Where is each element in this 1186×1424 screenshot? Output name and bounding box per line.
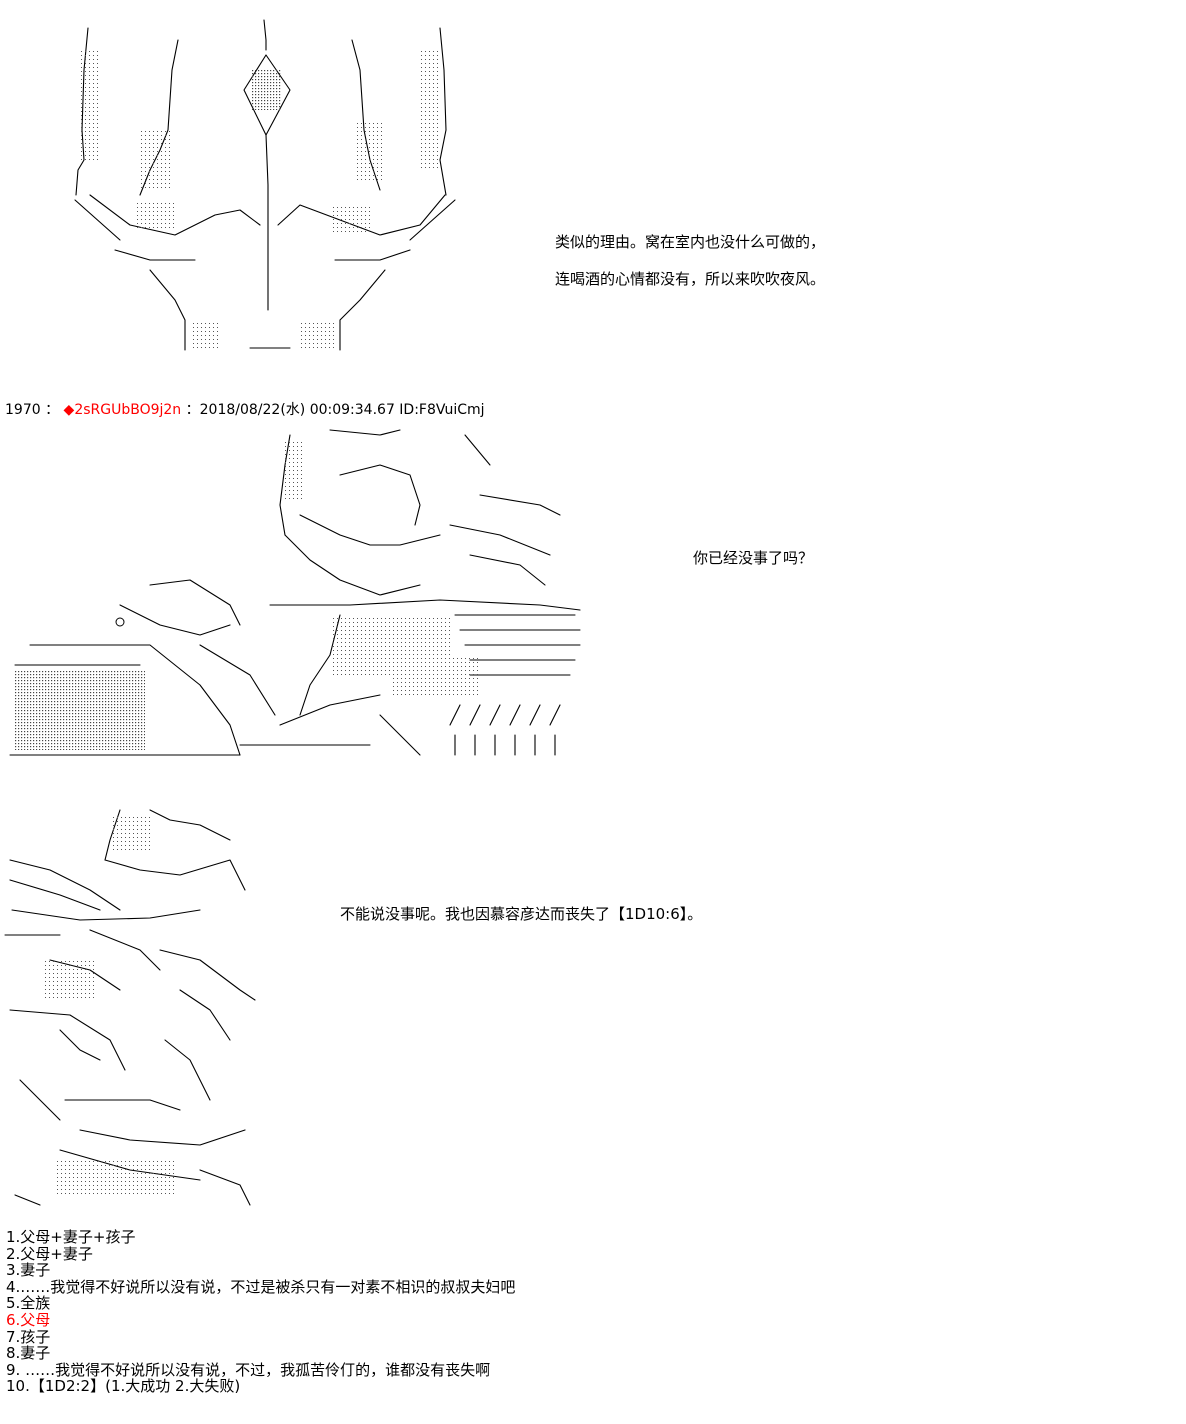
- dialog-answer: 不能说没事呢。我也因慕容彦达而丧失了【1D10:6】。: [340, 905, 703, 923]
- post-header: 1970 ： ◆2sRGUbBO9j2n ：2018/08/22(水) 00:0…: [5, 401, 485, 419]
- choice-item: 4.……我觉得不好说所以没有说，不过是被杀只有一对素不相识的叔叔夫妇吧: [6, 1277, 516, 1296]
- choice-item: 2.父母+妻子: [6, 1244, 93, 1263]
- post-tripcode[interactable]: ◆2sRGUbBO9j2n: [63, 402, 182, 418]
- dialog-line-1: 类似的理由。窝在室内也没什么可做的，: [555, 233, 826, 251]
- choice-item: 10.【1D2:2】(1.大成功 2.大失败): [6, 1377, 241, 1396]
- dialog-question: 你已经没事了吗？: [693, 549, 814, 567]
- choice-item: 7.孩子: [6, 1327, 51, 1346]
- ascii-art-grieving-figure: [4, 809, 256, 1206]
- choice-item: 9. ……我觉得不好说所以没有说，不过，我孤苦伶仃的，谁都没有丧失啊: [6, 1360, 491, 1379]
- choice-item: 3.妻子: [6, 1261, 51, 1280]
- post-datetime: ：2018/08/22(水) 00:09:34.67 ID:F8VuiCmj: [185, 402, 485, 418]
- ascii-art-figure-at-table: [9, 429, 581, 756]
- choice-item: 8.妻子: [6, 1344, 51, 1363]
- dialog-line-2: 连喝酒的心情都没有，所以来吹吹夜风。: [555, 270, 826, 288]
- ascii-art-two-figures: [74, 19, 456, 351]
- dice-choice-list: 1.父母+妻子+孩子 2.父母+妻子 3.妻子 4.……我觉得不好说所以没有说，…: [6, 1229, 515, 1395]
- post-separator: ：: [45, 402, 60, 418]
- choice-item-selected: 6.父母: [6, 1310, 51, 1329]
- choice-item: 5.全族: [6, 1294, 51, 1313]
- post-number: 1970: [5, 402, 41, 418]
- choice-item: 1.父母+妻子+孩子: [6, 1228, 136, 1246]
